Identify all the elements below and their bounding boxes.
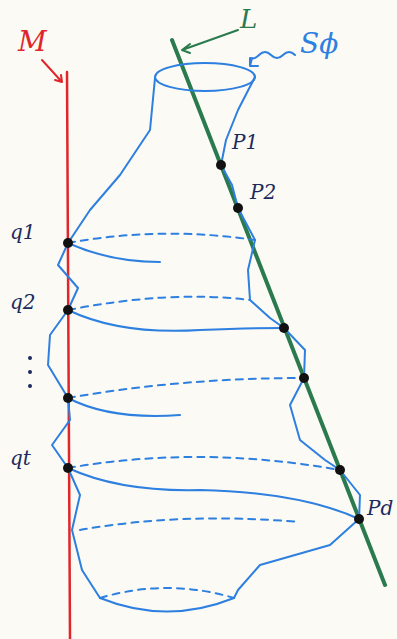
- ellipsis-dots: [28, 356, 32, 388]
- pointer-arrow: [182, 30, 238, 53]
- point-label: Pd: [367, 498, 393, 518]
- line-l: [172, 40, 385, 585]
- line-name: L: [240, 6, 257, 32]
- line-name: M: [18, 28, 47, 56]
- pointer-arrow: [250, 52, 295, 66]
- point-label: P1: [232, 132, 258, 152]
- surface-name: Sϕ: [300, 30, 338, 58]
- point-label: qt: [10, 448, 31, 468]
- point-label: q1: [10, 222, 36, 242]
- point-label: q2: [10, 292, 36, 312]
- line-m: [67, 72, 70, 639]
- surface-outline: [48, 63, 360, 612]
- intersection-points: [63, 160, 364, 524]
- point-label: P2: [250, 182, 276, 202]
- pointer-arrow: [42, 60, 62, 82]
